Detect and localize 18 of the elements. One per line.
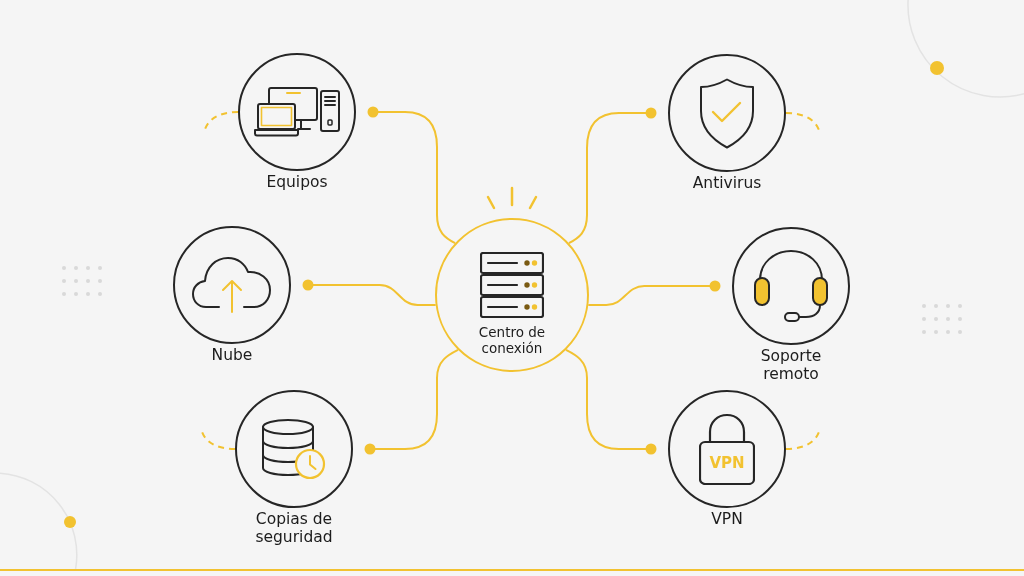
dashed-connector <box>204 111 239 130</box>
connector <box>567 107 657 245</box>
dashed-connector <box>201 431 236 450</box>
node-label: Equipos <box>266 174 328 192</box>
node-label: Antivirus <box>692 175 762 193</box>
connector <box>364 348 459 455</box>
node-label: Nube <box>211 347 253 365</box>
connector <box>565 348 657 455</box>
dashed-connector <box>785 431 820 450</box>
connector <box>302 279 437 307</box>
node-label: VPN <box>711 511 743 529</box>
node-label: Centro de conexión <box>477 325 547 357</box>
dashed-connector <box>785 112 820 131</box>
connector <box>587 280 721 307</box>
connector <box>367 106 457 245</box>
node-label: Copias de seguridad <box>254 511 334 547</box>
node-label: Soporte remoto <box>759 348 823 384</box>
icon-text: VPN <box>709 455 745 471</box>
